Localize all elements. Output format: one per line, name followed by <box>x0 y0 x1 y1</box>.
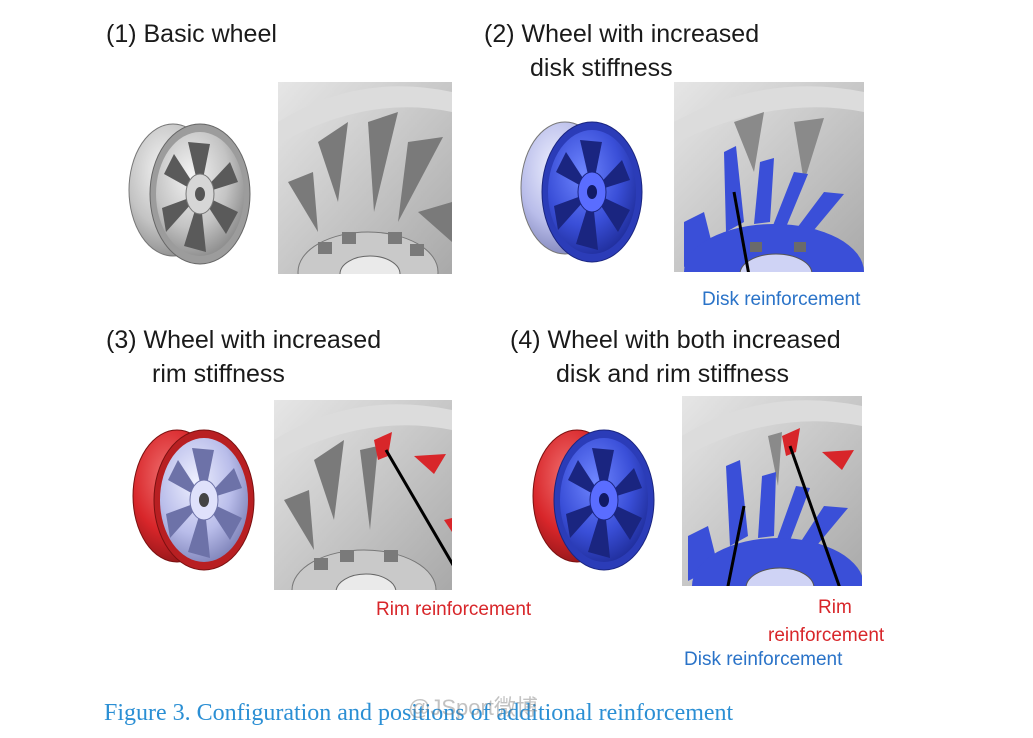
panel2-wheel-image <box>510 110 650 270</box>
panel3-rim-label: Rim reinforcement <box>376 599 532 620</box>
panel2-subtitle: disk stiffness <box>530 54 673 82</box>
panel4-disk-label: Disk reinforcement <box>684 649 843 670</box>
panel1-zoom-image <box>278 82 452 274</box>
panel4-subtitle: disk and rim stiffness <box>556 360 789 388</box>
watermark: @JSport微博 <box>408 695 538 720</box>
panel3-subtitle: rim stiffness <box>152 360 285 388</box>
figure-caption: Figure 3. Configuration and positions of… <box>104 700 734 726</box>
panel3-title: (3) Wheel with increased <box>106 326 382 354</box>
panel4-zoom-image <box>682 396 862 586</box>
panel2-disk-label: Disk reinforcement <box>702 289 861 310</box>
panel4-title: (4) Wheel with both increased <box>510 326 841 354</box>
panel4-rim-label-line1: Rim <box>818 597 852 618</box>
panel4-rim-label-line2: reinforcement <box>768 625 885 646</box>
panel3-zoom-image <box>274 400 452 590</box>
panel2-title: (2) Wheel with increased <box>484 20 760 48</box>
panel2-zoom-image <box>674 82 864 272</box>
panel1-title: (1) Basic wheel <box>106 20 277 48</box>
panel1-wheel-image <box>118 112 258 272</box>
panel4-wheel-image <box>522 418 662 578</box>
panel3-wheel-image <box>122 418 262 578</box>
